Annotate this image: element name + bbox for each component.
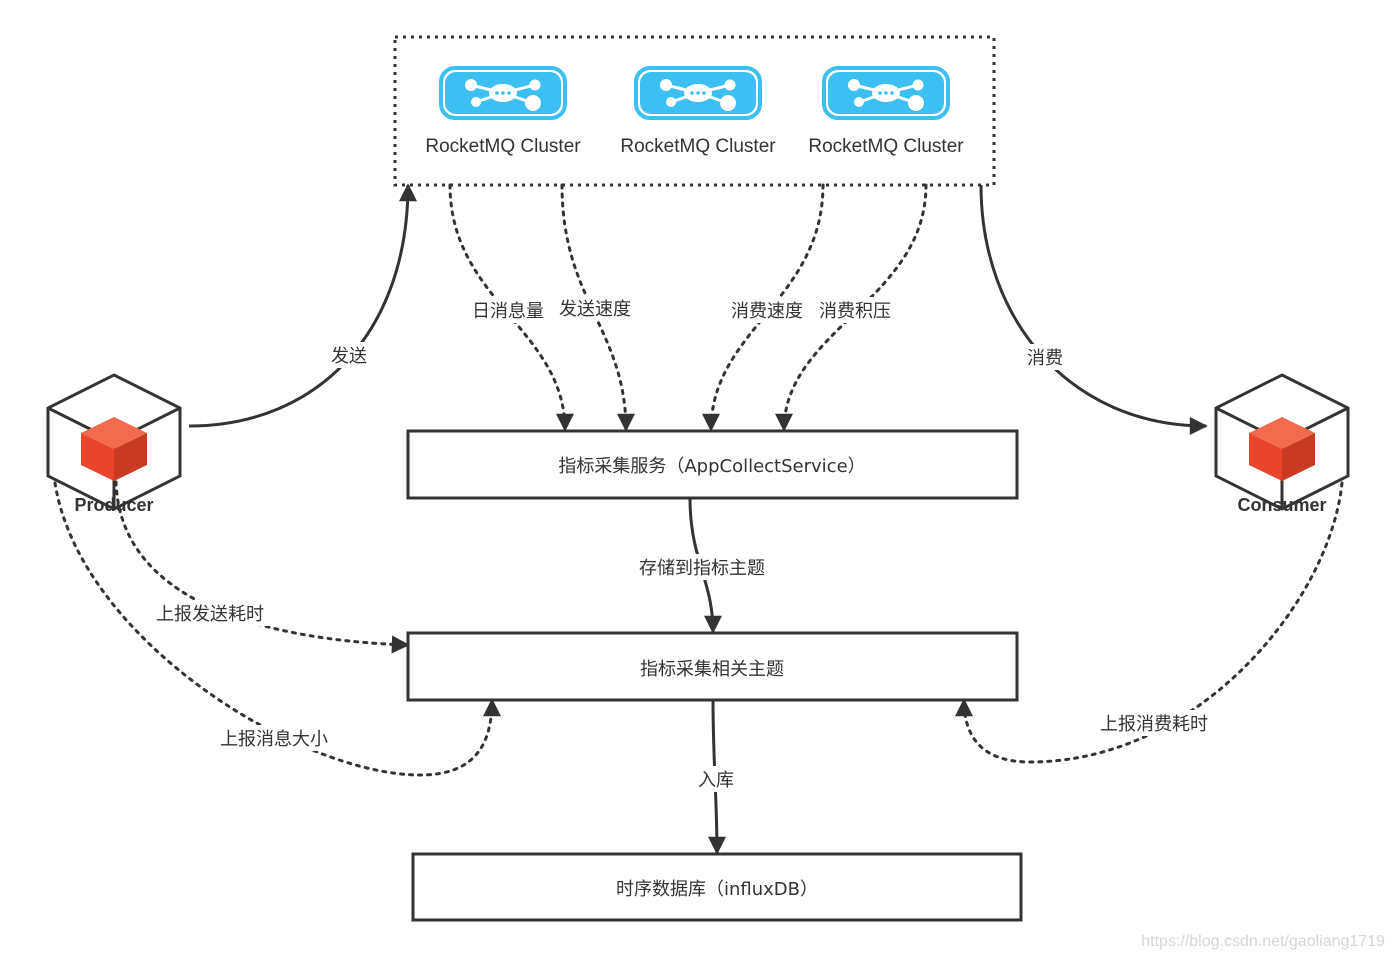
consumer-node: Consumer	[1214, 373, 1350, 515]
edge-send-speed	[560, 183, 635, 432]
rocketmq-cluster-icon	[439, 66, 567, 120]
cluster-label-2: RocketMQ Cluster	[620, 136, 776, 157]
edge-report-send-time-label: 上报发送耗时	[156, 604, 264, 625]
consumer-label: Consumer	[1237, 495, 1326, 515]
cube-box-icon	[1214, 373, 1350, 511]
rocketmq-cluster-3: RocketMQ Cluster	[808, 66, 964, 157]
producer-node: Producer	[46, 373, 182, 515]
rocketmq-cluster-2: RocketMQ Cluster	[620, 66, 776, 157]
cluster-label-3: RocketMQ Cluster	[808, 136, 964, 157]
metric-topic-label: 指标采集相关主题	[640, 659, 784, 680]
cube-box-icon	[46, 373, 182, 511]
rocketmq-cluster-icon	[822, 66, 950, 120]
edge-send-label-bg	[326, 342, 372, 368]
edge-report-consume-time-label: 上报消费耗时	[1100, 714, 1208, 735]
edge-into-db-label: 入库	[698, 770, 734, 791]
rocketmq-cluster-icon	[634, 66, 762, 120]
cluster-group-border	[393, 35, 996, 187]
collect-service-box: 指标采集服务（AppCollectService）	[406, 429, 1019, 500]
rocketmq-cluster-1: RocketMQ Cluster	[425, 66, 581, 157]
edge-report-msg-size-label: 上报消息大小	[220, 729, 328, 750]
edge-report-consume-time	[955, 481, 1344, 764]
cluster-label-1: RocketMQ Cluster	[425, 136, 581, 157]
edge-consume-label: 消费	[1027, 348, 1063, 369]
collect-service-label: 指标采集服务（AppCollectService）	[558, 456, 865, 477]
edge-consume-backlog-label: 消费积压	[819, 301, 891, 322]
edge-consume	[979, 184, 1208, 435]
edge-store-to-topic-label: 存储到指标主题	[639, 558, 765, 579]
edge-report-msg-size	[53, 481, 501, 777]
edge-consume-backlog	[775, 183, 928, 432]
edge-send-speed-label: 发送速度	[559, 299, 631, 320]
rocketmq-cluster-group: RocketMQ Cluster RocketMQ Cluster Rocket…	[393, 35, 996, 187]
edge-consume-speed-label: 消费速度	[731, 301, 803, 322]
tsdb-label: 时序数据库（influxDB）	[616, 879, 818, 900]
edge-daily-msg-label: 日消息量	[472, 301, 544, 322]
edge-consume-label-bg	[1022, 344, 1068, 370]
producer-label: Producer	[74, 495, 153, 515]
edge-send	[188, 183, 417, 428]
edge-send-label: 发送	[331, 346, 367, 367]
tsdb-box: 时序数据库（influxDB）	[411, 852, 1023, 922]
watermark-text: https://blog.csdn.net/gaoliang1719	[1141, 933, 1385, 950]
metric-topic-box: 指标采集相关主题	[406, 631, 1019, 702]
